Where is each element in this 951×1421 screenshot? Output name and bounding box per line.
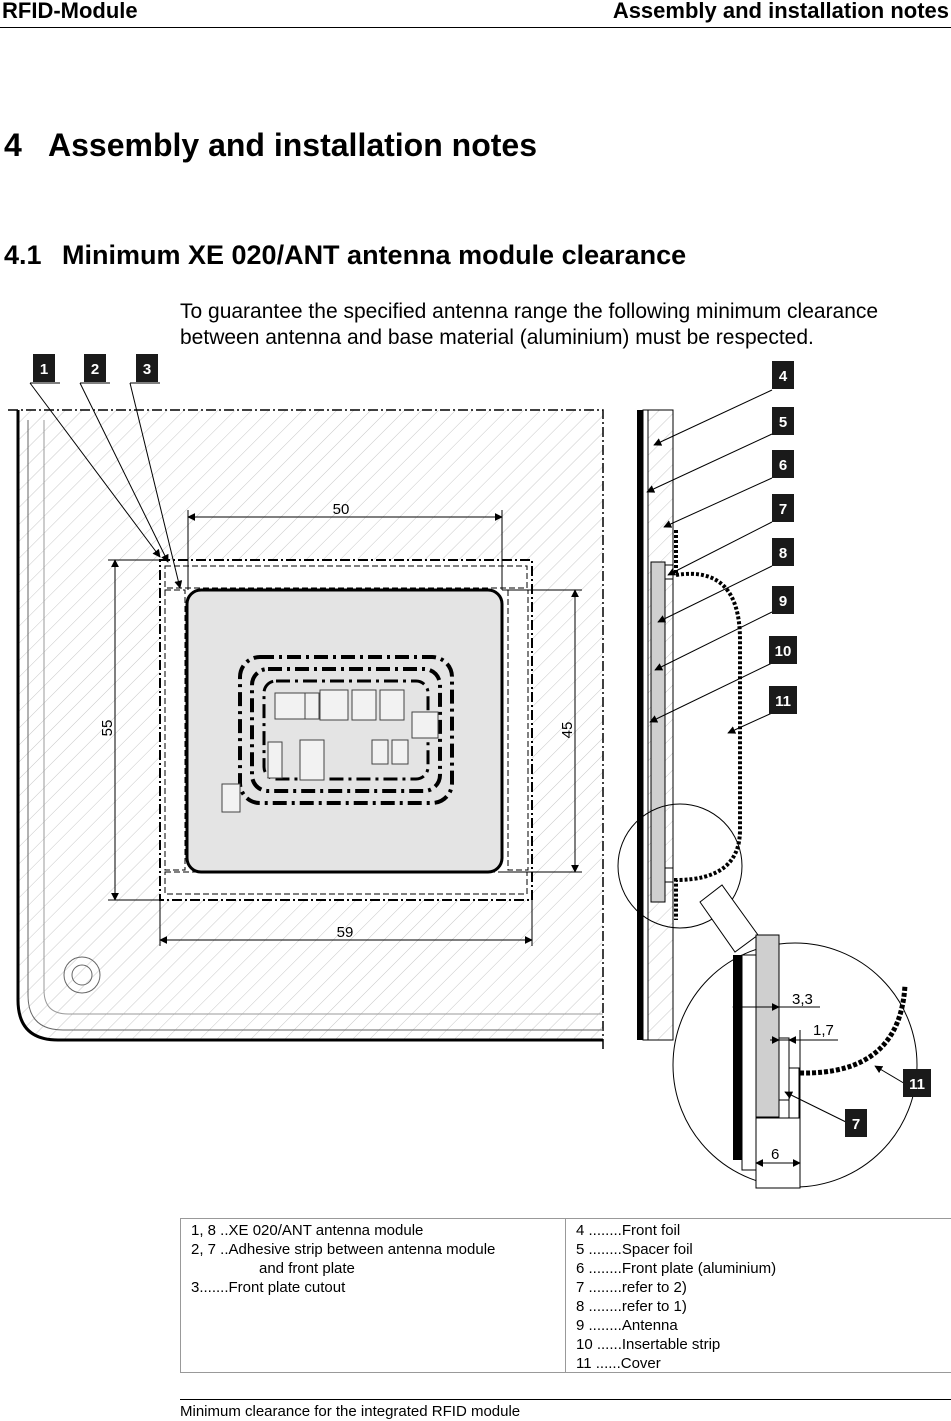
header-chapter-title: Assembly and installation notes — [612, 0, 949, 23]
dimension-lines — [108, 510, 582, 946]
detail-dimension-c: 6 — [771, 1146, 779, 1163]
legend-item-continuation: and front plate — [259, 1260, 355, 1277]
legend-item: 3.......Front plate cutout — [191, 1279, 346, 1296]
detail-callout-11: 11 — [903, 1069, 931, 1097]
clearance-drawing: 50 59 55 45 — [8, 354, 931, 1189]
legend-item: 5 ........Spacer foil — [576, 1241, 693, 1258]
antenna-module-body — [185, 588, 504, 874]
subsection-number: 4.1 — [4, 240, 42, 270]
svg-text:5: 5 — [779, 414, 787, 431]
header-rule — [0, 27, 951, 28]
subsection-heading: 4.1 Minimum XE 020/ANT antenna module cle… — [4, 240, 686, 271]
leader-lines-top-view — [29, 382, 183, 589]
callout-10: 10 — [769, 636, 797, 664]
svg-text:11: 11 — [775, 693, 791, 710]
caption-rule — [180, 1399, 951, 1400]
dimension-width-outer: 59 — [337, 924, 354, 941]
dimension-height-inner: 45 — [559, 722, 576, 739]
dimension-width-inner: 50 — [333, 501, 350, 518]
callout-9: 9 — [772, 586, 794, 614]
svg-text:7: 7 — [779, 501, 787, 518]
svg-text:7: 7 — [852, 1116, 860, 1133]
antenna-coil — [238, 655, 454, 805]
legend-item: 4 ........Front foil — [576, 1222, 681, 1239]
legend-item: 11 ......Cover — [576, 1355, 661, 1372]
legend-column-left: 1, 8 ..XE 020/ANT antenna module 2, 7 ..… — [181, 1219, 566, 1372]
intro-line-1: To guarantee the specified antenna range… — [180, 300, 879, 323]
mounting-hole-icon — [63, 956, 101, 994]
legend-item: 9 ........Antenna — [576, 1317, 678, 1334]
circuit-components — [221, 689, 439, 813]
svg-text:6: 6 — [779, 457, 787, 474]
antenna-cutout — [159, 559, 533, 901]
legend-item: 10 ......Insertable strip — [576, 1336, 721, 1353]
figure-caption: Minimum clearance for the integrated RFI… — [180, 1403, 521, 1420]
detail-dimension-a: 3,3 — [792, 991, 813, 1008]
dimension-height-outer: 55 — [99, 720, 116, 737]
section-title: Assembly and installation notes — [48, 127, 537, 163]
callout-6: 6 — [772, 450, 794, 478]
intro-paragraph: To guarantee the specified antenna range… — [180, 299, 950, 351]
svg-text:4: 4 — [779, 368, 788, 385]
callout-1: 1 — [33, 354, 55, 382]
svg-text:11: 11 — [909, 1076, 925, 1093]
svg-text:1: 1 — [40, 361, 48, 378]
svg-text:9: 9 — [779, 593, 787, 610]
detail-view: 3,3 1,7 6 — [672, 934, 918, 1189]
legend-table: 1, 8 ..XE 020/ANT antenna module 2, 7 ..… — [180, 1218, 951, 1373]
callout-7: 7 — [772, 494, 794, 522]
callout-5: 5 — [772, 407, 794, 435]
svg-text:8: 8 — [779, 545, 787, 562]
subsection-title: Minimum XE 020/ANT antenna module cleara… — [62, 240, 687, 270]
legend-item: 7 ........refer to 2) — [576, 1279, 687, 1296]
legend-item: 1, 8 ..XE 020/ANT antenna module — [191, 1222, 424, 1239]
cross-section-view — [617, 409, 759, 1041]
svg-text:10: 10 — [775, 643, 792, 660]
callout-11: 11 — [769, 686, 797, 714]
intro-line-2: between antenna and base material (alumi… — [180, 326, 814, 349]
section-number: 4 — [4, 127, 22, 163]
svg-text:3: 3 — [143, 361, 151, 378]
svg-text:2: 2 — [91, 361, 99, 378]
legend-column-right: 4 ........Front foil 5 ........Spacer fo… — [566, 1219, 951, 1372]
detail-dimension-b: 1,7 — [813, 1022, 834, 1039]
header-module-name: RFID-Module — [2, 0, 138, 23]
callout-2: 2 — [84, 354, 106, 382]
legend-item: 6 ........Front plate (aluminium) — [576, 1260, 777, 1277]
leader-lines-section — [646, 389, 773, 734]
callout-3: 3 — [136, 354, 158, 382]
callout-4: 4 — [772, 361, 794, 389]
detail-callout-7: 7 — [845, 1109, 867, 1137]
legend-item: 8 ........refer to 1) — [576, 1298, 687, 1315]
section-heading: 4 Assembly and installation notes — [4, 127, 537, 164]
callout-8: 8 — [772, 538, 794, 566]
legend-item: 2, 7 ..Adhesive strip between antenna mo… — [191, 1241, 496, 1258]
